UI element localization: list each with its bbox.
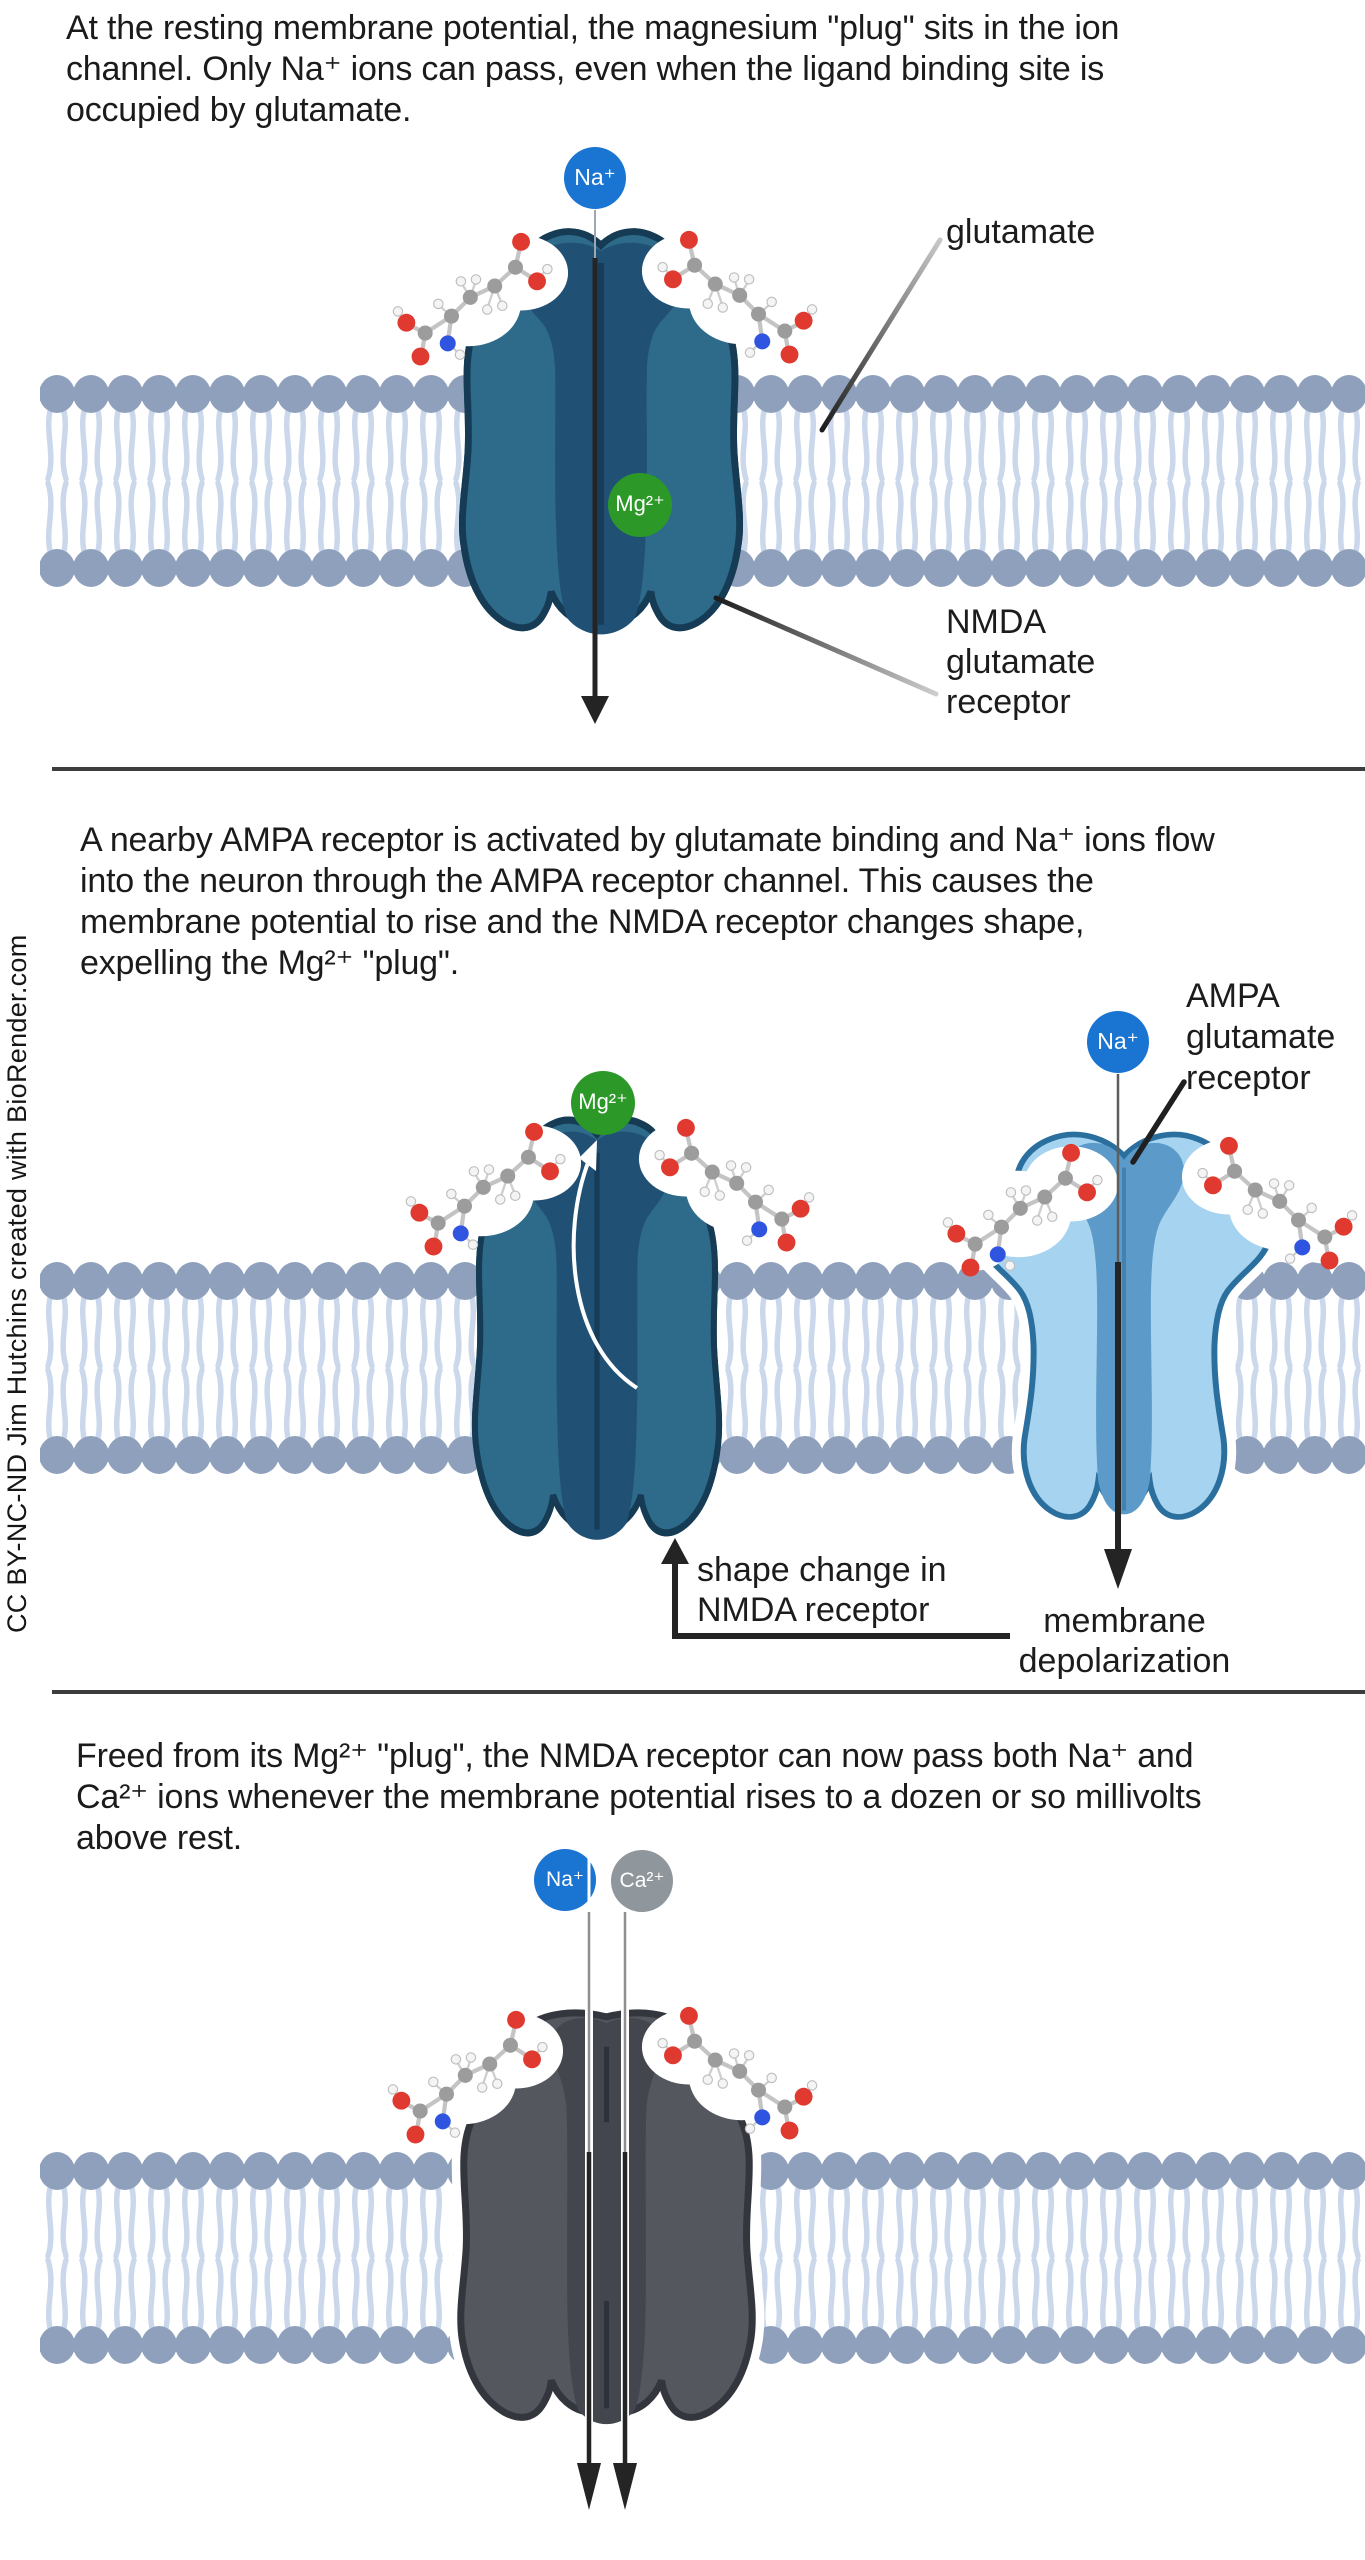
panel2-caption: A nearby AMPA receptor is activated by g… <box>80 820 1215 984</box>
magnesium-ion-expelled: Mg²⁺ <box>571 1071 635 1135</box>
glutamate-molecule <box>655 1998 815 2139</box>
ampa-receptor-label: AMPA glutamate receptor <box>1186 976 1335 1099</box>
glutamate-molecule <box>390 2002 550 2143</box>
label-line: NMDA <box>946 603 1047 641</box>
caption-line: into the neuron through the AMPA recepto… <box>80 862 1094 900</box>
caption-line: channel. Only Na⁺ ions can pass, even wh… <box>66 50 1105 88</box>
label-line: receptor <box>946 683 1071 721</box>
caption-line: A nearby AMPA receptor is activated by g… <box>80 821 1215 859</box>
glutamate-label: glutamate <box>946 213 1096 251</box>
glutamate-molecule <box>655 222 815 363</box>
glutamate-molecule <box>652 1110 812 1251</box>
label-line: receptor <box>1186 1059 1311 1097</box>
arrowhead <box>577 2463 601 2510</box>
glutamate-molecule <box>408 1114 568 1255</box>
label-line: glutamate <box>946 643 1096 681</box>
label-line: membrane <box>1043 1602 1206 1640</box>
glutamate-molecule <box>945 1135 1105 1276</box>
sodium-ion: Na⁺ <box>534 1849 596 1911</box>
caption-line: expelling the Mg²⁺ "plug". <box>80 944 459 982</box>
panel3-caption: Freed from its Mg²⁺ "plug", the NMDA rec… <box>76 1736 1202 1859</box>
caption-line: occupied by glutamate. <box>66 91 412 129</box>
caption-line: above rest. <box>76 1819 243 1857</box>
glutamate-molecule <box>395 224 555 365</box>
caption-line: membrane potential to rise and the NMDA … <box>80 903 1085 941</box>
nmda-receptor-label: NMDA glutamate receptor <box>946 602 1095 722</box>
label-line: shape change in <box>697 1551 947 1589</box>
label-line: depolarization <box>1018 1642 1231 1680</box>
magnesium-ion-plug: Mg²⁺ <box>608 473 672 537</box>
calcium-ion: Ca²⁺ <box>611 1850 673 1912</box>
caption-line: At the resting membrane potential, the m… <box>66 9 1120 47</box>
glutamate-molecule <box>1195 1128 1355 1269</box>
caption-line: Freed from its Mg²⁺ "plug", the NMDA rec… <box>76 1737 1194 1775</box>
caption-line: Ca²⁺ ions whenever the membrane potentia… <box>76 1778 1202 1816</box>
license-credit: CC BY-NC-ND Jim Hutchins created with Bi… <box>2 934 32 1634</box>
arrowhead <box>581 696 609 724</box>
shape-change-label: shape change in NMDA receptor <box>697 1550 947 1630</box>
sodium-ion: Na⁺ <box>564 147 626 209</box>
label-line: glutamate <box>1186 1018 1336 1056</box>
panel1-caption: At the resting membrane potential, the m… <box>66 8 1119 131</box>
label-line: NMDA receptor <box>697 1591 930 1629</box>
membrane-depolarization-label: membrane depolarization <box>1012 1601 1237 1681</box>
label-line: AMPA <box>1186 977 1280 1015</box>
sodium-ion: Na⁺ <box>1087 1011 1149 1073</box>
panel-divider <box>52 767 1365 771</box>
nmda-receptor-unplugged <box>448 2001 765 2430</box>
arrowhead <box>613 2463 637 2510</box>
arrowhead <box>1104 1549 1132 1589</box>
panel-divider <box>52 1690 1365 1694</box>
